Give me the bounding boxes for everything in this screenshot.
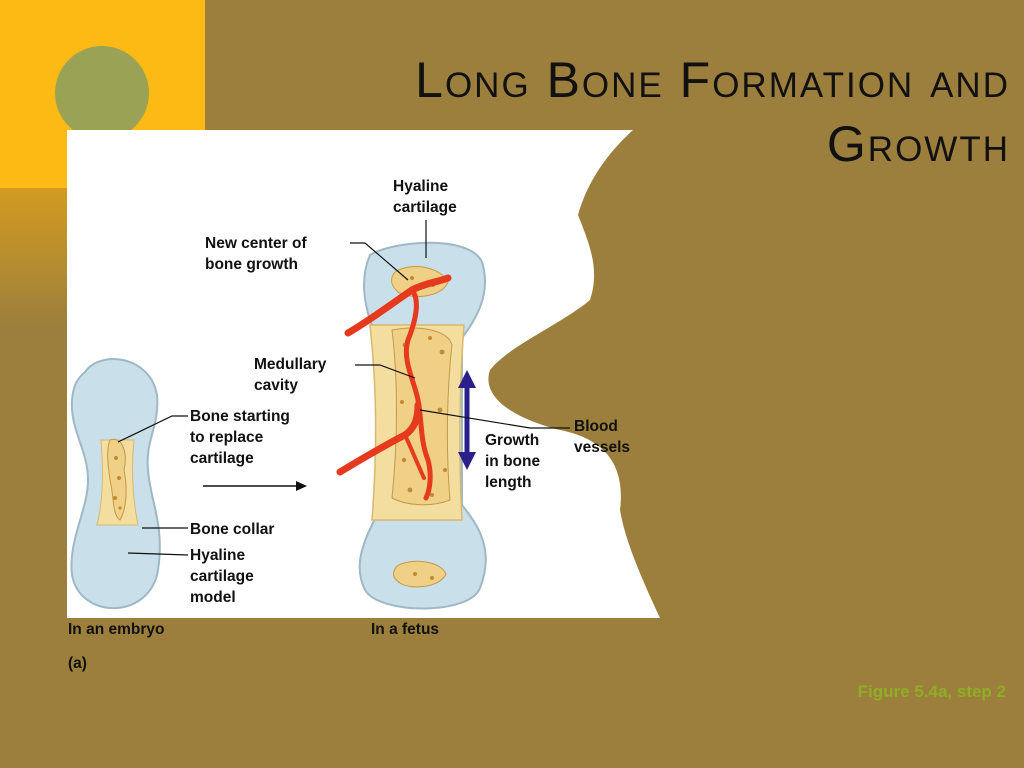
label-new-center-of-bone-growth: New center of bone growth bbox=[205, 235, 307, 273]
figure-panel bbox=[67, 130, 660, 618]
progression-arrow bbox=[203, 481, 307, 491]
blood-vessels bbox=[336, 274, 452, 501]
slide-title: Long Bone Formation and Growth bbox=[415, 52, 1010, 172]
fetus-secondary-center-bottom bbox=[393, 560, 447, 588]
fetus-secondary-center-top bbox=[391, 266, 449, 298]
bone-replacing-cartilage bbox=[107, 438, 127, 521]
label-medullary-cavity: Medullary cavity bbox=[254, 356, 327, 394]
label-blood-vessels: Blood vessels bbox=[574, 418, 631, 456]
caption-in-an-embryo: In an embryo bbox=[68, 621, 165, 638]
label-hyaline-cartilage: Hyaline cartilage bbox=[393, 178, 457, 216]
caption-panel-a: (a) bbox=[68, 655, 87, 672]
corner-accent-circle bbox=[55, 46, 149, 140]
label-growth-in-bone-length: Growth in bone length bbox=[485, 432, 541, 491]
label-hyaline-cartilage-model: Hyaline cartilage model bbox=[190, 547, 254, 606]
growth-arrow bbox=[458, 370, 476, 470]
leader-lines bbox=[117, 220, 570, 556]
label-bone-starting-to-replace-cartilage: Bone starting to replace cartilage bbox=[190, 408, 290, 467]
figure-reference: Figure 5.4a, step 2 bbox=[857, 682, 1006, 701]
embryo-bone bbox=[70, 358, 161, 610]
caption-in-a-fetus: In a fetus bbox=[371, 621, 440, 638]
label-bone-collar: Bone collar bbox=[190, 521, 275, 538]
